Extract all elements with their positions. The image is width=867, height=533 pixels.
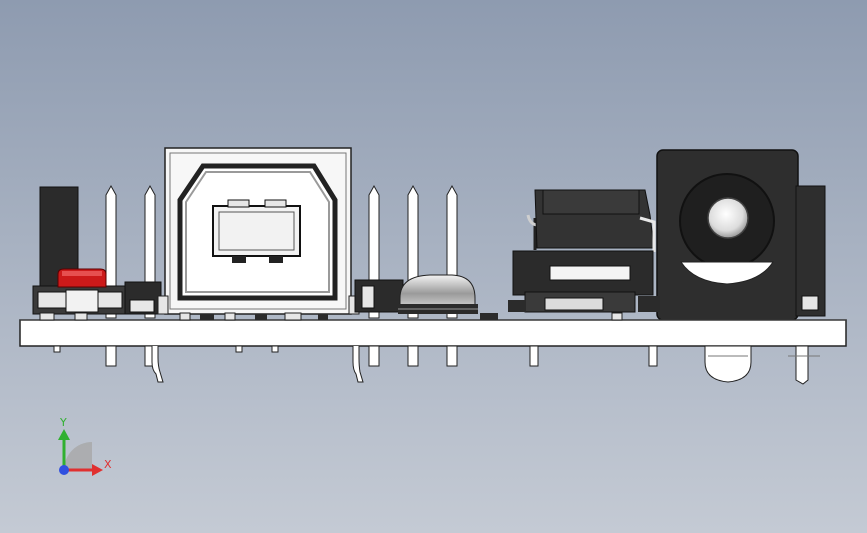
x-axis-label: X: [104, 458, 112, 471]
through-hole-leads: [53, 345, 658, 367]
y-axis-arrowhead: [58, 429, 70, 440]
barrel-jack-legs: [704, 345, 820, 385]
crystal-oscillator: [354, 274, 478, 314]
coordinate-triad[interactable]: Y X: [58, 416, 112, 476]
dc-barrel-jack: [638, 149, 826, 321]
usb-b-connector: [157, 147, 360, 315]
voltage-regulator: [508, 189, 656, 313]
pcb-board: [19, 312, 847, 347]
usb-shield-legs: [151, 346, 364, 383]
z-axis-marker: [59, 465, 69, 475]
y-axis-label: Y: [59, 416, 67, 429]
x-axis-arrowhead: [92, 464, 103, 476]
triad-plane-icon: [64, 442, 92, 470]
